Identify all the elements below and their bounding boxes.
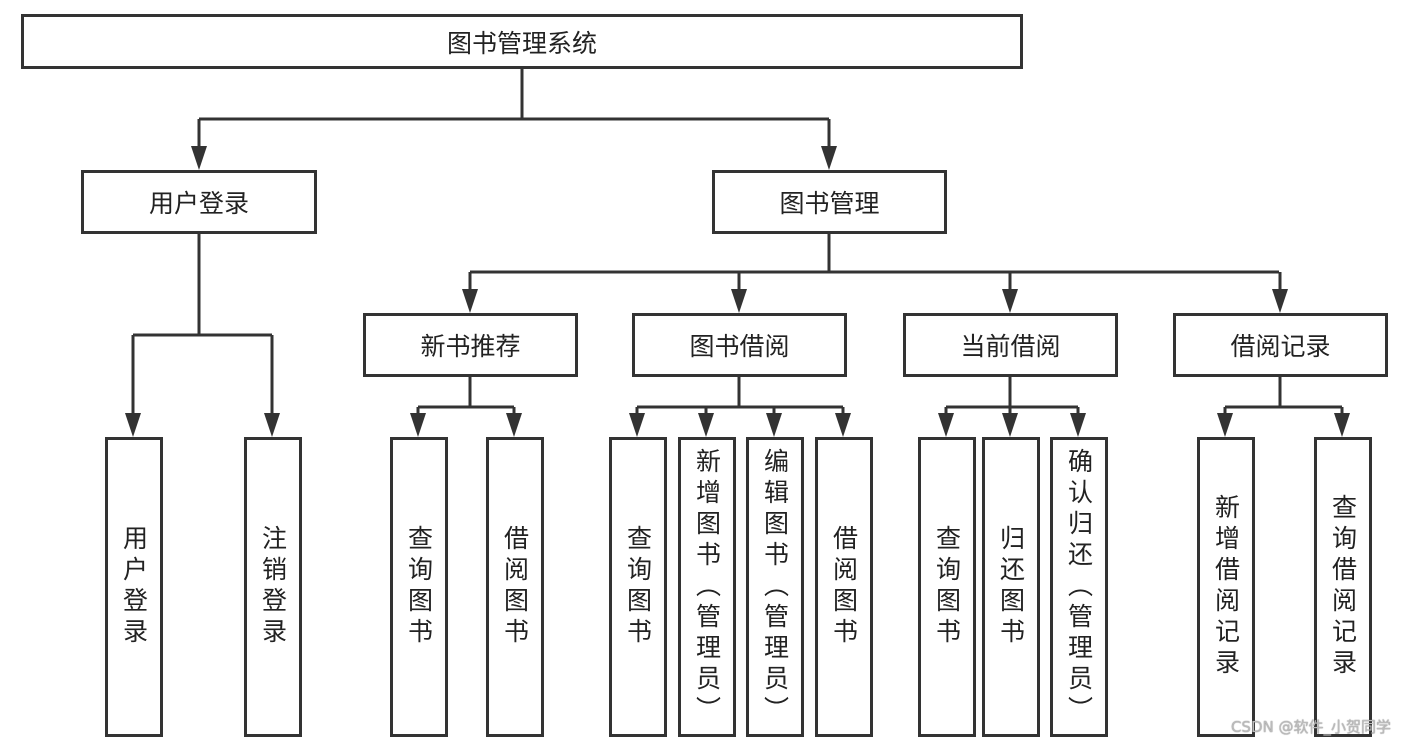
leaf-node-1-0: 查询图书: [609, 437, 667, 737]
level2-node-3: 借阅记录: [1173, 313, 1388, 377]
arrow-head: [766, 413, 782, 437]
leaf-node-1-2: 编辑图书（管理员）: [746, 437, 804, 737]
node-user-login: 用户登录: [81, 170, 317, 234]
leaf-node-3-0: 新增借阅记录: [1197, 437, 1255, 737]
arrow-head: [1217, 413, 1233, 437]
arrow-head: [821, 146, 837, 170]
leaf-node-0-0: 查询图书: [390, 437, 448, 737]
arrow-head: [1070, 413, 1086, 437]
node-book-management: 图书管理: [712, 170, 947, 234]
arrow-head: [698, 413, 714, 437]
level2-node-1: 图书借阅: [632, 313, 847, 377]
arrow-head: [506, 413, 522, 437]
arrow-head: [731, 289, 747, 313]
leaf-node-2-0: 查询图书: [918, 437, 976, 737]
leaf-user-1: 注销登录: [244, 437, 302, 737]
arrow-head: [191, 146, 207, 170]
leaf-node-2-2: 确认归还（管理员）: [1050, 437, 1108, 737]
leaf-user-0: 用户登录: [105, 437, 163, 737]
arrow-head: [1272, 289, 1288, 313]
arrow-head: [410, 413, 426, 437]
arrow-head: [264, 413, 280, 437]
arrow-head: [938, 413, 954, 437]
arrow-head: [462, 289, 478, 313]
watermark: CSDN @软件_小贺同学: [1230, 718, 1391, 736]
level2-node-0: 新书推荐: [363, 313, 578, 377]
arrow-head: [629, 413, 645, 437]
leaf-node-1-3: 借阅图书: [815, 437, 873, 737]
leaf-node-2-1: 归还图书: [982, 437, 1040, 737]
leaf-node-3-1: 查询借阅记录: [1314, 437, 1372, 737]
arrow-head: [1334, 413, 1350, 437]
level2-node-2: 当前借阅: [903, 313, 1118, 377]
arrow-head: [1002, 413, 1018, 437]
arrow-head: [125, 413, 141, 437]
root-node: 图书管理系统: [21, 14, 1023, 69]
leaf-node-1-1: 新增图书（管理员）: [678, 437, 736, 737]
arrow-head: [835, 413, 851, 437]
leaf-node-0-1: 借阅图书: [486, 437, 544, 737]
arrow-head: [1002, 289, 1018, 313]
